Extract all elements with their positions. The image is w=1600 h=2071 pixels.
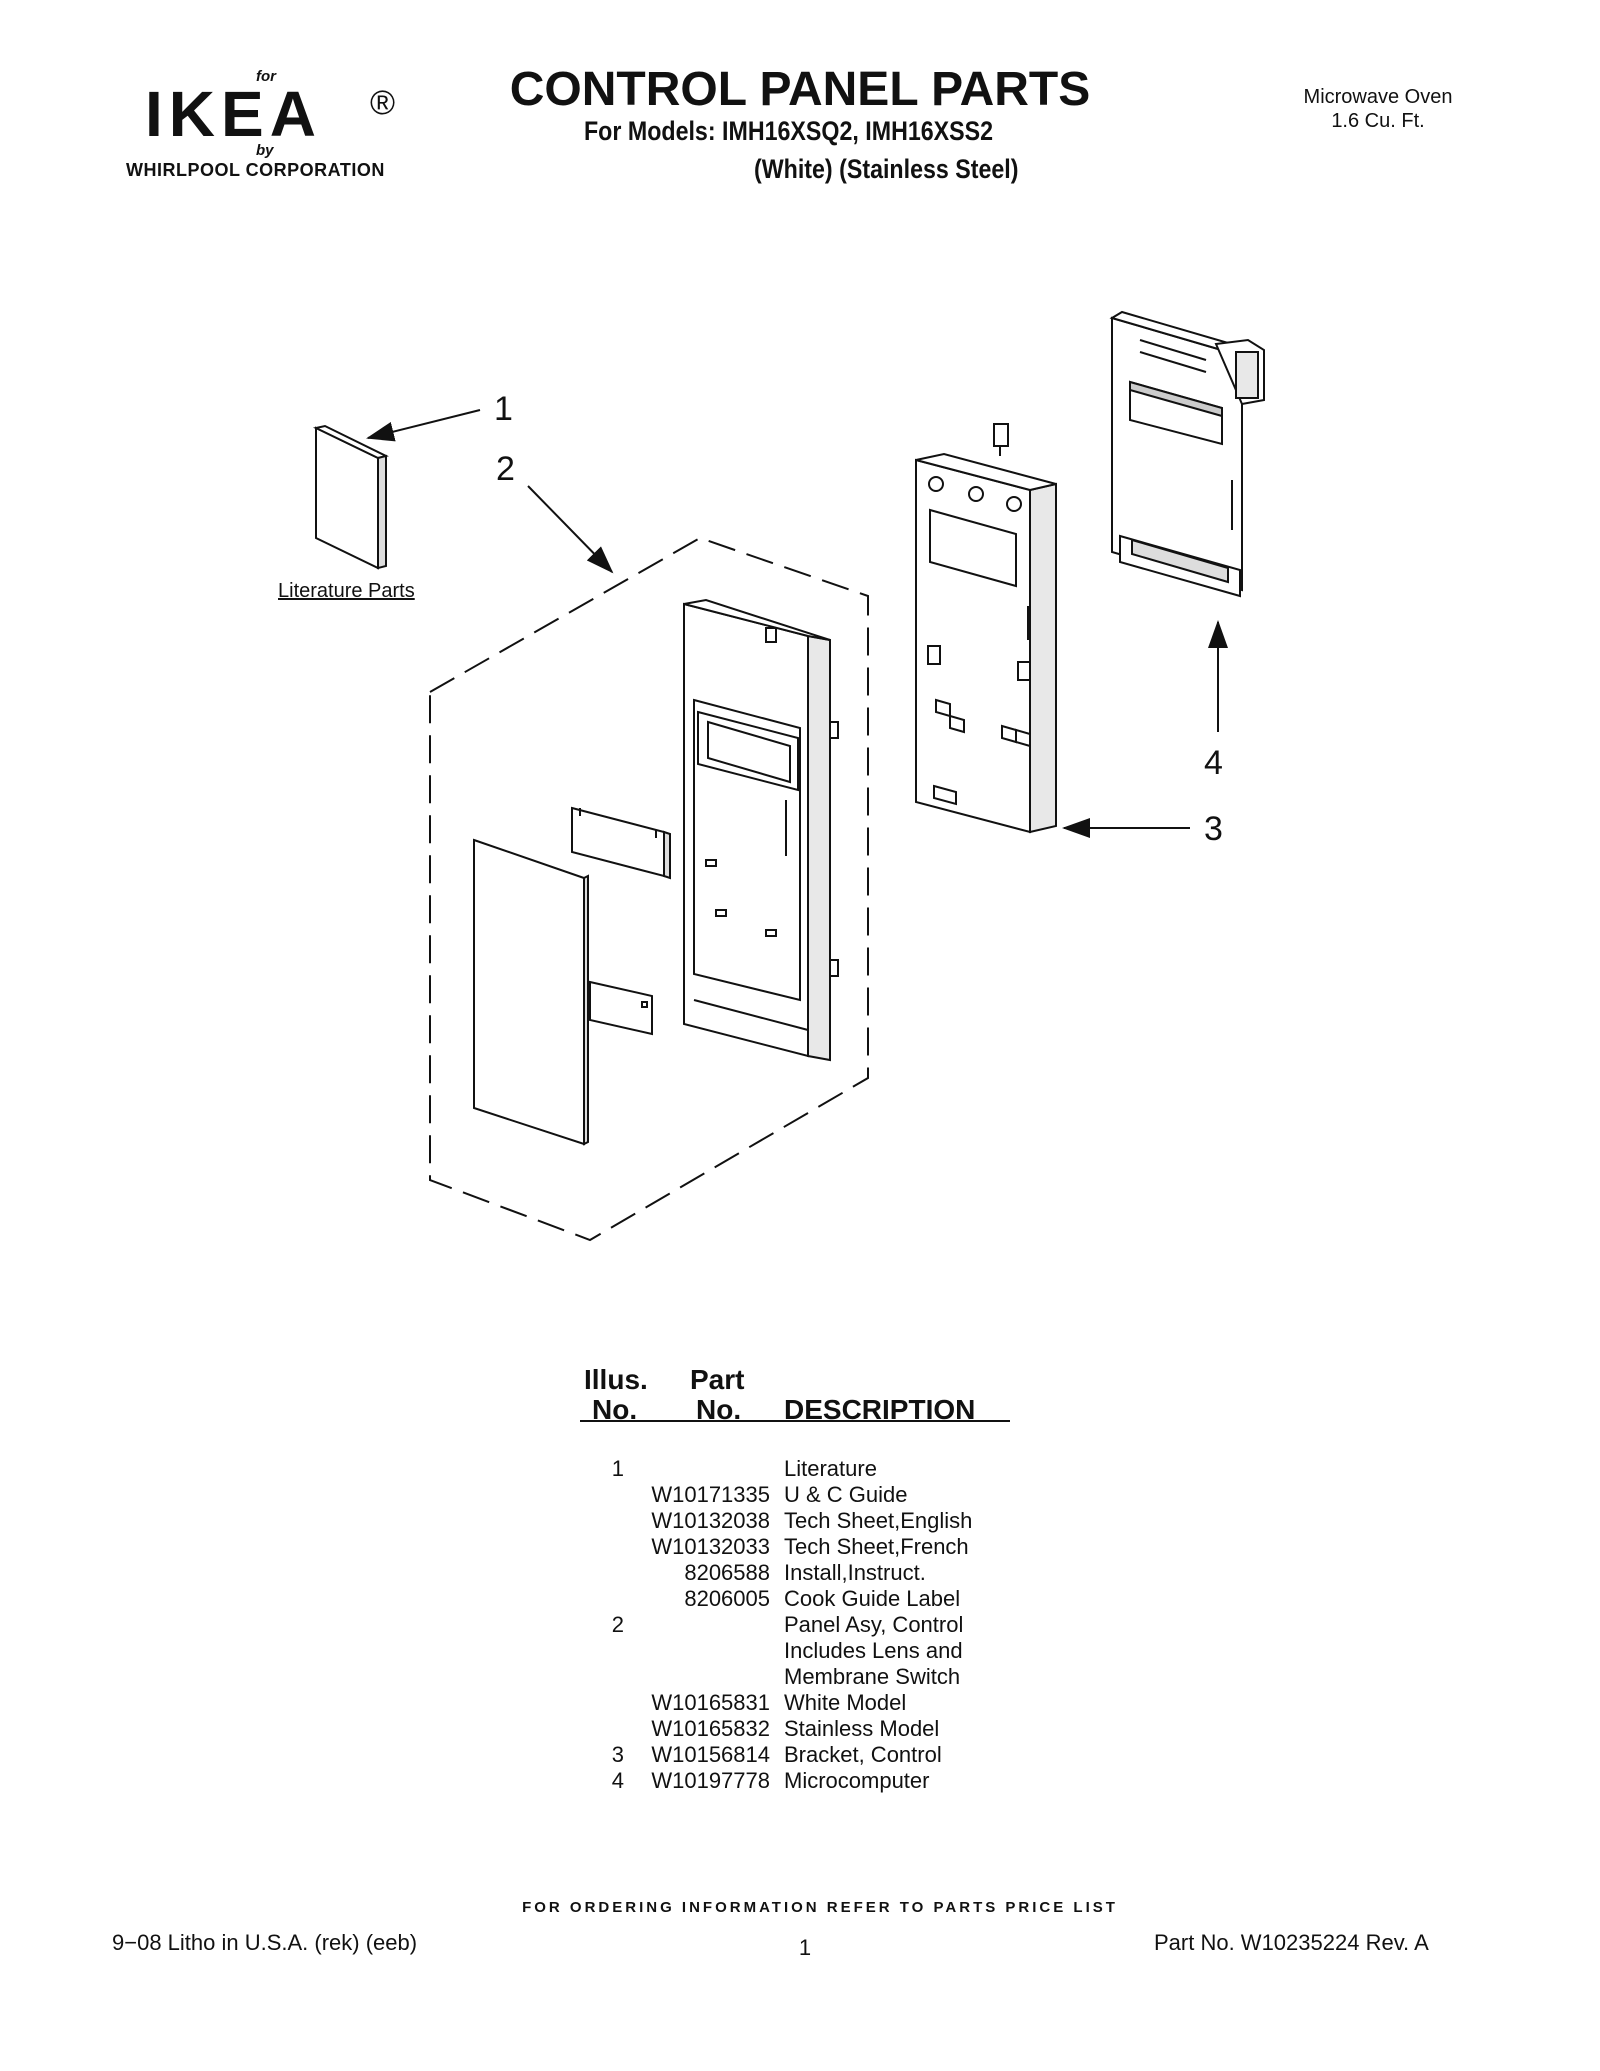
registered-mark: ® xyxy=(370,84,396,122)
part-description: Tech Sheet,French xyxy=(784,1534,969,1559)
part-description: White Model xyxy=(784,1690,907,1715)
part-description: Stainless Model xyxy=(784,1716,940,1741)
table-header-rule xyxy=(580,1420,1010,1422)
part-no: W10165832 xyxy=(651,1716,770,1741)
col-part-line2: No. xyxy=(696,1394,742,1425)
part-no: W10132038 xyxy=(651,1508,770,1533)
page-number: 1 xyxy=(798,1935,812,1960)
flex-tail-drawing xyxy=(589,980,653,1036)
part-description: Microcomputer xyxy=(784,1768,930,1793)
part-description: Bracket, Control xyxy=(784,1742,942,1767)
part-description: Literature xyxy=(784,1456,877,1481)
part-description: Install,Instruct. xyxy=(784,1560,926,1585)
literature-booklet-drawing xyxy=(312,424,389,570)
product-capacity: 1.6 Cu. Ft. xyxy=(1331,110,1425,132)
illus-no: 1 xyxy=(611,1456,624,1481)
part-no: W10156814 xyxy=(651,1742,770,1767)
col-part-line1: Part xyxy=(690,1364,745,1395)
part-no: W10132033 xyxy=(651,1534,770,1559)
part-no: W10165831 xyxy=(651,1690,770,1715)
finish-line: (White) (Stainless Steel) xyxy=(754,154,1019,184)
part-description: Includes Lens and xyxy=(784,1638,963,1663)
part-no: 8206588 xyxy=(684,1560,770,1585)
leader-2 xyxy=(527,485,614,574)
assembly-boundary xyxy=(429,536,869,1242)
page-title: CONTROL PANEL PARTS xyxy=(509,63,1091,116)
control-panel-drawing xyxy=(683,598,839,1062)
col-illus-line2: No. xyxy=(592,1394,638,1425)
col-illus-line1: Illus. xyxy=(584,1364,648,1395)
ikea-logo: IKEA xyxy=(145,78,322,150)
part-description: Panel Asy, Control xyxy=(784,1612,964,1637)
ordering-note: FOR ORDERING INFORMATION REFER TO PARTS … xyxy=(522,1899,1118,1916)
literature-parts-label: Literature Parts xyxy=(278,580,415,602)
bracket-drawing xyxy=(915,423,1057,834)
callout-4: 4 xyxy=(1204,744,1223,782)
part-description: Membrane Switch xyxy=(784,1664,961,1689)
connector-drawing xyxy=(571,806,671,880)
illus-no: 2 xyxy=(611,1612,624,1637)
models-line: For Models: IMH16XSQ2, IMH16XSS2 xyxy=(584,116,994,146)
callout-2: 2 xyxy=(496,450,515,488)
callout-1: 1 xyxy=(494,390,513,428)
part-no: W10197778 xyxy=(651,1768,770,1793)
logo-for-text: for xyxy=(256,68,276,85)
part-description: U & C Guide xyxy=(784,1482,908,1507)
part-no: W10171335 xyxy=(651,1482,770,1507)
membrane-switch-drawing xyxy=(473,838,589,1146)
logo-corporation: WHIRLPOOL CORPORATION xyxy=(126,160,385,180)
logo-by-text: by xyxy=(256,142,274,159)
illus-no: 4 xyxy=(611,1768,624,1793)
part-description: Tech Sheet,English xyxy=(784,1508,973,1533)
part-description: Cook Guide Label xyxy=(784,1586,961,1611)
product-type: Microwave Oven xyxy=(1303,86,1453,108)
illus-no: 3 xyxy=(611,1742,624,1767)
leader-1 xyxy=(366,409,481,442)
callout-3: 3 xyxy=(1204,810,1223,848)
exploded-parts-diagram: 1 2 4 3 xyxy=(312,310,1265,1242)
microcomputer-drawing xyxy=(1109,310,1265,598)
litho-info: 9−08 Litho in U.S.A. (rek) (eeb) xyxy=(112,1930,418,1955)
col-description: DESCRIPTION xyxy=(784,1394,976,1425)
part-no: 8206005 xyxy=(684,1586,770,1611)
document-part-number: Part No. W10235224 Rev. A xyxy=(1154,1930,1429,1955)
